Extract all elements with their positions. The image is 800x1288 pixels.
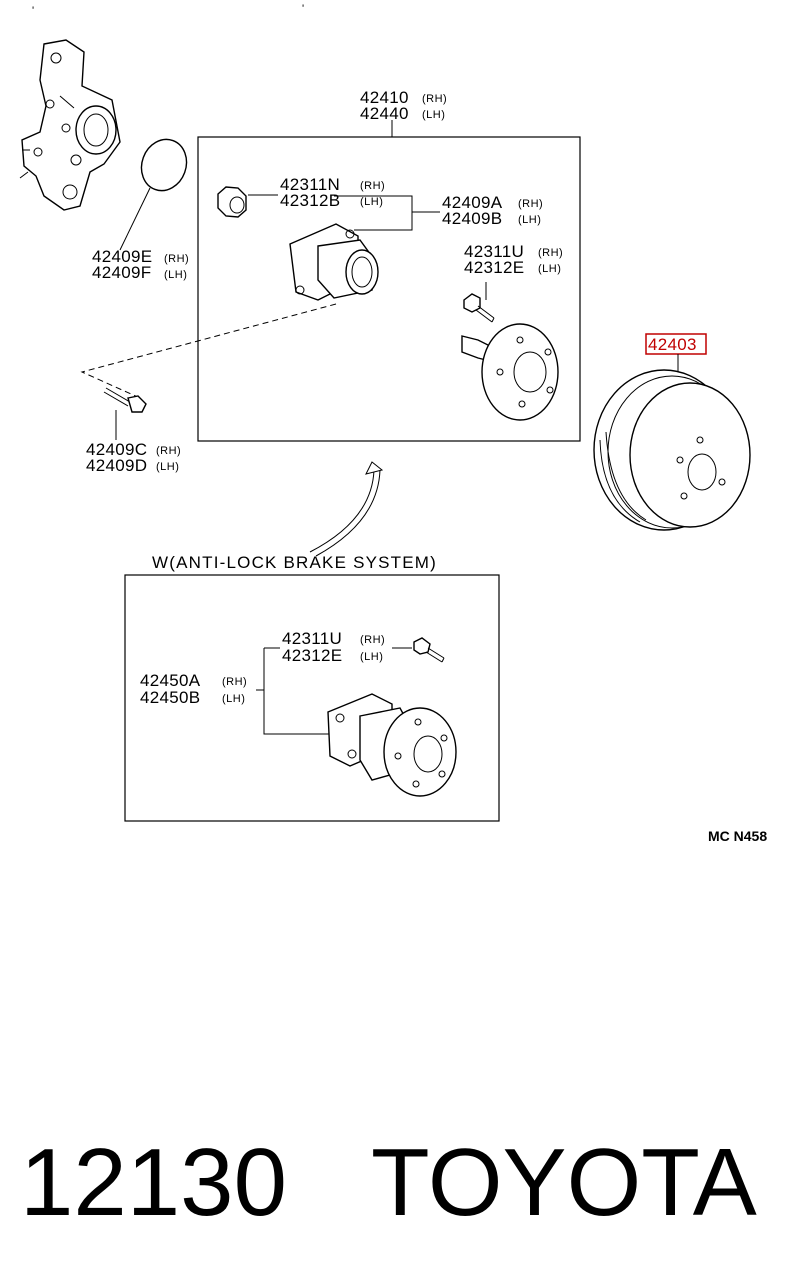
main-box-side-rh: (RH) <box>422 93 447 105</box>
abs-hub-side-rh: (RH) <box>222 676 247 688</box>
abs-hub-illustration <box>327 693 457 797</box>
abs-hub-part-rh: 42450A <box>140 671 201 690</box>
oring-illustration <box>140 138 188 192</box>
nut-side-lh: (LH) <box>360 196 383 208</box>
abs-hub-side-lh: (LH) <box>222 693 245 705</box>
abs-header: W(ANTI-LOCK BRAKE SYSTEM) <box>152 553 437 572</box>
abs-hub-part-lh: 42450B <box>140 688 200 707</box>
abs-bolt-icon <box>413 637 445 663</box>
abs-bolt-part-lh: 42312E <box>282 646 342 665</box>
main-box-part-lh: 42440 <box>360 104 409 123</box>
abs-box-frame <box>124 574 500 822</box>
drum-part-highlight <box>645 333 707 355</box>
axle-hub-illustration <box>461 323 559 421</box>
main-box-frame <box>197 136 581 442</box>
hub-bolt-icon <box>463 293 495 323</box>
oring-side-lh: (LH) <box>164 269 187 281</box>
link-arrow <box>309 469 381 557</box>
bearing-side-lh: (LH) <box>518 214 541 226</box>
bearing-unit-illustration <box>289 223 379 301</box>
dashed-leader <box>80 303 337 399</box>
nut-part-lh: 42312B <box>280 191 340 210</box>
bolt-part-rh: 42311U <box>464 242 524 261</box>
nut-side-rh: (RH) <box>360 180 385 192</box>
abs-bolt-side-lh: (LH) <box>360 651 383 663</box>
bolt-side-lh: (LH) <box>538 263 561 275</box>
bearing-part-lh: 42409B <box>442 209 502 228</box>
hubbolt-part-lh: 42409D <box>86 456 147 475</box>
knuckle-illustration <box>19 39 121 211</box>
oring-part-lh: 42409F <box>92 263 151 282</box>
main-box-part-rh: 42410 <box>360 88 409 107</box>
drawing-code: MC N458 <box>708 828 767 844</box>
bolt-side-rh: (RH) <box>538 247 563 259</box>
bearing-side-rh: (RH) <box>518 198 543 210</box>
main-box-side-lh: (LH) <box>422 109 445 121</box>
brand-name: TOYOTA <box>370 1129 757 1236</box>
nut-part-rh: 42311N <box>280 175 340 194</box>
hubbolt-part-rh: 42409C <box>86 440 147 459</box>
arrowhead <box>365 461 384 475</box>
bolt-part-lh: 42312E <box>464 258 524 277</box>
hubbolt-side-lh: (LH) <box>156 461 179 473</box>
oring-side-rh: (RH) <box>164 253 189 265</box>
hub-nut-icon <box>217 186 247 218</box>
bearing-part-rh: 42409A <box>442 193 503 212</box>
footer: 12130 TOYOTA <box>20 1128 757 1238</box>
drum-part-number: 42403 <box>648 335 697 354</box>
top-mark-right: ' <box>302 3 305 15</box>
catalog-number: 12130 <box>20 1129 287 1236</box>
top-mark-left: ' <box>32 5 35 17</box>
brake-drum-illustration <box>593 369 751 531</box>
abs-bolt-part-rh: 42311U <box>282 629 342 648</box>
hubbolt-side-rh: (RH) <box>156 445 181 457</box>
outer-bolt-icon <box>103 387 147 413</box>
oring-part-rh: 42409E <box>92 247 152 266</box>
abs-bolt-side-rh: (RH) <box>360 634 385 646</box>
